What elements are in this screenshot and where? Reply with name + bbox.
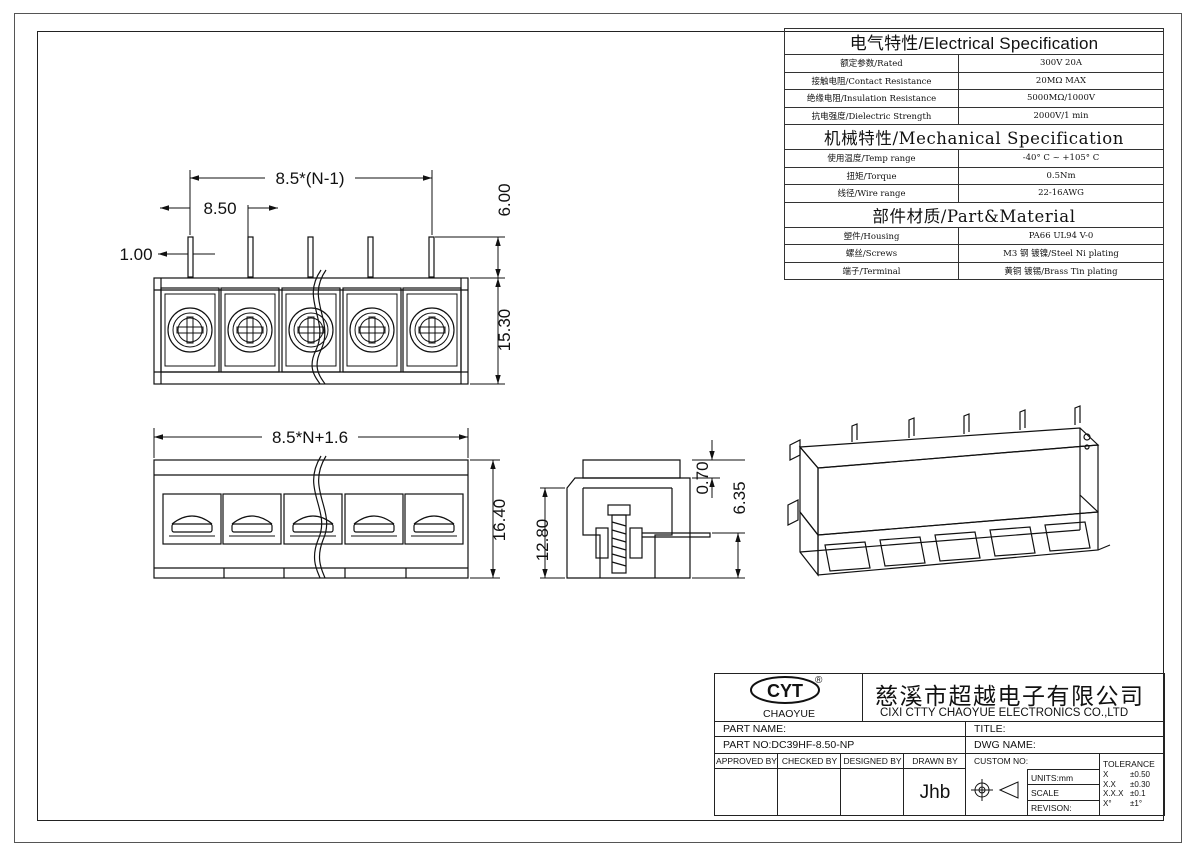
isometric-view <box>787 405 1111 577</box>
svg-text:CYT: CYT <box>767 681 803 701</box>
part-no-label: PART NO:DC39HF-8.50-NP <box>715 737 966 754</box>
tolerance-key: X.X <box>1103 779 1116 789</box>
top-view: 8.5*(N-1) 8.50 1.00 6.00 15.30 <box>119 169 514 385</box>
electrical-spec-title: 电气特性/Electrical Specification <box>784 28 1164 55</box>
part-name-label: PART NAME: <box>715 722 966 737</box>
projection-symbol-icon <box>971 779 1019 801</box>
dim-pin-length: 6.00 <box>495 183 514 216</box>
dim-pin-width: 1.00 <box>119 245 152 264</box>
dim-pitch: 8.50 <box>203 199 236 218</box>
company-name-cn: 慈溪市超越电子有限公司 <box>875 684 1145 710</box>
side-view: 12.80 0.70 6.35 <box>533 440 749 579</box>
logo-text: CHAOYUE <box>763 708 815 720</box>
dim-body-height-top: 15.30 <box>495 309 514 352</box>
tolerance-key: X.X.X <box>1103 789 1124 798</box>
title-block: ® CHAOYUE 慈溪市超越电子有限公司 CIXI CTTY CHAOYUE … <box>714 673 1165 816</box>
dwg-name-label: DWG NAME: <box>966 737 1164 754</box>
tolerance-value: ±0.1 <box>1130 789 1146 798</box>
material-row-label: 端子/Terminal <box>784 261 959 280</box>
specification-table: 电气特性/Electrical Specification 额定参数/Rated… <box>784 28 1164 280</box>
front-view: 8.5*N+1.6 16.40 <box>153 428 509 579</box>
dim-overall-length: 8.5*N+1.6 <box>272 428 348 447</box>
tolerance-title: TOLERANCE <box>1103 759 1155 769</box>
drawing-outer-border <box>14 13 1182 843</box>
drawing-inner-border <box>37 31 1164 821</box>
dim-side-top: 0.70 <box>693 461 712 494</box>
mechanical-spec-title: 机械特性/Mechanical Specification <box>784 124 1164 150</box>
mechanical-row: 使用温度/Temp range-40° C ~ +105° C <box>784 149 1164 168</box>
dim-front-height: 16.40 <box>490 499 509 542</box>
tolerance-value: ±1° <box>1130 798 1143 808</box>
tolerance-key: X <box>1103 770 1109 779</box>
designed-by-label: DESIGNED BY <box>841 754 904 769</box>
revision-label: REVISON: <box>1027 801 1099 815</box>
material-row-value: 黄铜 镀锡/Brass Tin plating <box>958 261 1164 280</box>
dim-side-pin: 6.35 <box>730 481 749 514</box>
checked-by-label: CHECKED BY <box>778 754 841 769</box>
drawn-by-name: Jhb <box>919 782 951 803</box>
approved-by-label: APPROVED BY <box>715 754 778 769</box>
dim-pitch-total: 8.5*(N-1) <box>276 169 345 188</box>
units-label: UNITS:mm <box>1027 769 1099 785</box>
company-name-en: CIXI CTTY CHAOYUE ELECTRONICS CO.,LTD <box>880 707 1129 719</box>
material-spec-title: 部件材质/Part&Material <box>784 201 1164 228</box>
title-label: TITLE: <box>966 722 1164 737</box>
logo-registered-mark: ® <box>815 675 823 686</box>
drawn-by-label: DRAWN BY <box>904 754 966 769</box>
tolerance-value: ±0.50 <box>1130 770 1150 779</box>
chaoyue-logo: CYT <box>750 676 820 704</box>
custom-no-label: CUSTOM NO: <box>974 756 1029 766</box>
scale-label: SCALE <box>1027 785 1099 801</box>
tolerance-key: X° <box>1103 798 1112 808</box>
dim-side-height: 12.80 <box>533 519 552 562</box>
tolerance-value: ±0.30 <box>1130 779 1150 789</box>
